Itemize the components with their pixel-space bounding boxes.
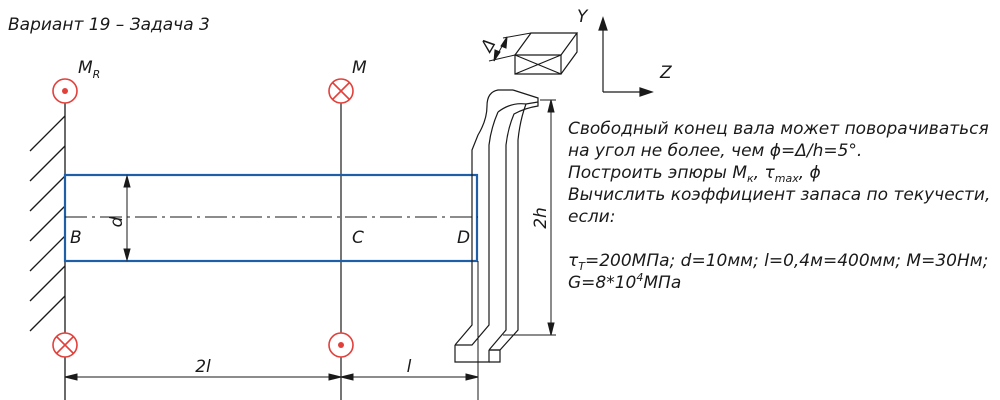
label-z-axis: Z [659,63,672,83]
height-dimension [503,99,556,336]
cross-section-box [514,32,579,75]
desc-line-3: Построить эпюры Mк, τmax, ϕ [568,163,821,185]
label-m: M [352,58,367,78]
desc-line-1: Свободный конец вала может поворачиватьс… [568,119,989,139]
coordinate-axes [598,16,654,97]
moment-bottom-left-cross-symbol [52,332,78,358]
label-2l: 2l [195,357,211,377]
task-title: Вариант 19 – Задача 3 [8,15,210,35]
desc-line-5: если: [568,207,615,227]
desc-line-2: на угол не более, чем ϕ=Δ/h=5°. [568,141,862,161]
label-d: d [107,216,127,227]
label-2h: 2h [531,207,551,229]
given-line-2: G=8*104МПа [568,271,681,293]
moment-bottom-middle-dot-symbol [328,332,354,358]
shaft [63,173,479,263]
problem-description: Свободный конец вала может поворачиватьс… [568,119,990,293]
diameter-dimension [123,174,131,262]
label-y-axis: Y [577,7,589,27]
length-dimension [64,261,479,400]
label-c: C [352,228,364,248]
label-b: B [70,228,82,248]
label-d-point: D [457,228,470,248]
moment-mr-dot-symbol [52,78,78,104]
delta-dimension [488,32,532,62]
desc-line-4: Вычислить коэффициент запаса по текучест… [568,185,990,205]
moment-m-cross-symbol [328,78,354,104]
lever-arm [454,89,539,363]
label-mr: MR [78,58,100,81]
given-line-1: τT=200МПа; d=10мм; l=0,4м=400мм; M=30Нм; [568,251,988,273]
label-l: l [407,357,412,377]
